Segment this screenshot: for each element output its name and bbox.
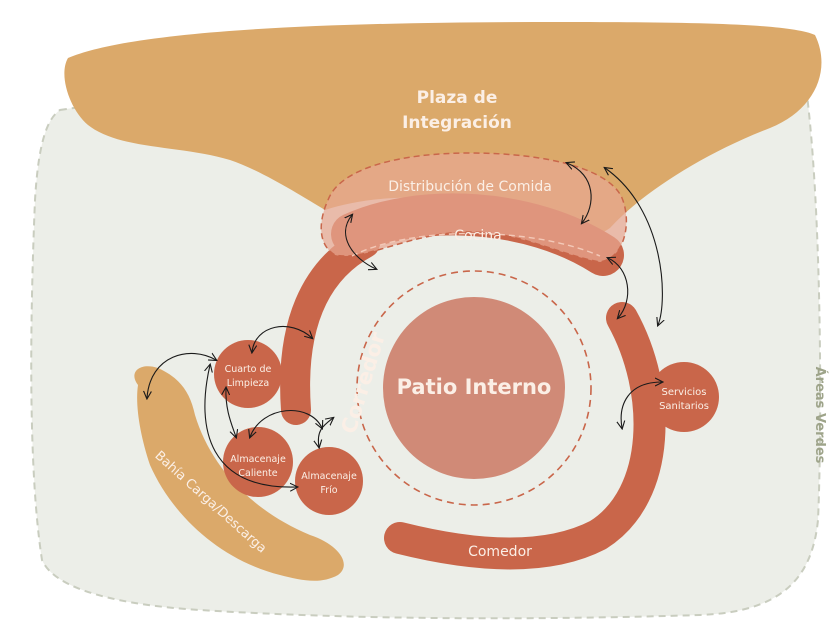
servicios-label-line1: Servicios (662, 387, 707, 398)
caliente-label-line2: Caliente (238, 468, 277, 479)
almacenaje-frio-zone (295, 447, 363, 515)
limpieza-label-line2: Limpieza (227, 378, 270, 389)
arrow-distribucion-cocina (346, 215, 376, 269)
relationship-arrows (147, 163, 662, 487)
frio-label-line2: Frío (320, 485, 337, 496)
distribucion-divider (351, 232, 601, 257)
plaza-label-line1: Plaza de (417, 88, 498, 108)
areas-verdes-label: Áreas Verdes (812, 367, 828, 464)
bahia-carga-descarga (134, 366, 344, 581)
comedor-label: Comedor (468, 544, 532, 560)
servicios-label-line2: Sanitarios (659, 401, 709, 412)
patio-label: Patio Interno (397, 375, 552, 399)
caliente-label-line1: Almacenaje (230, 454, 286, 465)
arrow-comedor-servicios (621, 382, 662, 428)
servicios-sanitarios-zone (649, 362, 719, 432)
limpieza-label-line1: Cuarto de (225, 364, 272, 375)
arrow-corredor-frio (318, 418, 333, 447)
arrow-plaza-distribucion (567, 163, 592, 223)
arrow-cocina-comedor (608, 258, 629, 318)
arrow-plaza-comedor (605, 168, 662, 325)
arrow-bahia-limpieza (147, 353, 216, 398)
plaza-label-line2: Integración (402, 113, 512, 133)
arrow-limpieza-frio (205, 365, 297, 487)
patio-interno (383, 297, 565, 479)
frio-label-line1: Almacenaje (301, 471, 357, 482)
arrow-limpieza-corredor (252, 325, 312, 352)
distribucion-label: Distribución de Comida (388, 179, 552, 195)
patio-dashed-ring (356, 270, 592, 506)
cocina-label: Cocina (454, 228, 501, 244)
